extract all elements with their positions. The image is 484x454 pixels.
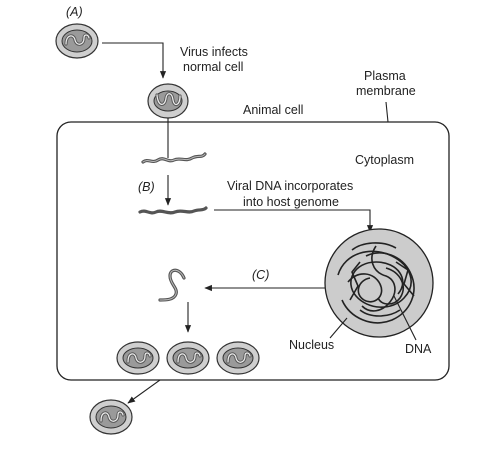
virus-infects-label: Virus infects — [180, 45, 248, 59]
new-virus-3-icon — [216, 341, 260, 375]
incorporating-dna-strand — [138, 206, 208, 215]
viral-dna-label-line2: into host genome — [243, 195, 339, 209]
nucleus — [324, 228, 434, 338]
nucleus-leader-line — [329, 317, 348, 339]
new-virus-1-icon — [116, 341, 160, 375]
released-virus-icon — [89, 399, 133, 435]
dna-leader-line — [393, 295, 417, 341]
animal-cell-label: Animal cell — [243, 103, 303, 117]
cytoplasm-label: Cytoplasm — [355, 153, 414, 167]
host-dna-tangle — [337, 242, 415, 324]
membrane-label: membrane — [356, 84, 416, 98]
infection-arrow — [102, 42, 167, 79]
normal-cell-label: normal cell — [183, 60, 243, 74]
release-arrow — [127, 379, 161, 404]
viral-dna-label-line1: Viral DNA incorporates — [227, 179, 353, 193]
new-virus-2-icon — [166, 341, 210, 375]
attached-virus-icon — [147, 83, 189, 119]
plasma-label: Plasma — [364, 69, 406, 83]
new-viral-dna — [158, 268, 186, 302]
step-a-label: (A) — [66, 5, 83, 19]
nucleus-label: Nucleus — [289, 338, 334, 352]
membrane-leader-line — [385, 101, 389, 123]
step-b-label: (B) — [138, 180, 155, 194]
animal-cell-membrane — [56, 121, 450, 381]
virus-a-icon — [55, 23, 99, 59]
step-c-label: (C) — [252, 268, 269, 282]
to-nucleus-arrow — [214, 209, 374, 233]
dna-label: DNA — [405, 342, 432, 356]
viral-dna-strand — [141, 152, 207, 164]
